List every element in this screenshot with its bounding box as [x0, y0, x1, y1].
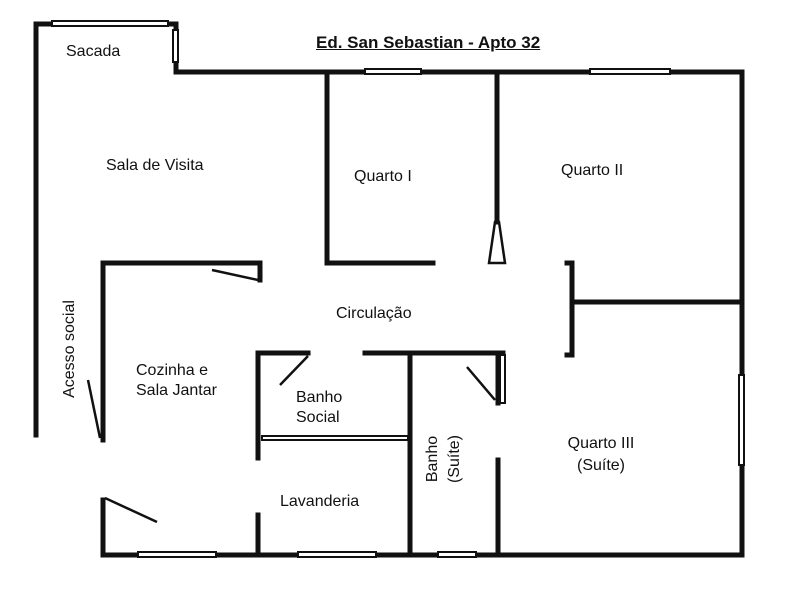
room-label-banho-social-1: Banho	[296, 389, 343, 406]
room-label-banho-social-2: Social	[296, 409, 340, 426]
room-label-circulacao: Circulação	[336, 305, 412, 322]
room-label-quarto2: Quarto II	[561, 162, 624, 179]
room-label-quarto1: Quarto I	[354, 168, 412, 185]
room-label-cozinha-1: Cozinha e	[136, 362, 209, 379]
room-label-cozinha-2: Sala Jantar	[136, 382, 217, 399]
windows	[51, 20, 745, 558]
door-swings	[86, 220, 507, 524]
room-label-sala: Sala de Visita	[106, 157, 204, 174]
room-label-banho-suite-1: Banho	[424, 435, 441, 483]
room-label-quarto3-2: (Suíte)	[576, 457, 625, 474]
plan-title: Ed. San Sebastian - Apto 32	[316, 33, 541, 52]
room-label-lavanderia: Lavanderia	[280, 493, 360, 510]
room-label-quarto3-1: Quarto III	[567, 435, 635, 452]
room-label-acesso: Acesso social	[61, 300, 78, 398]
room-label-banho-suite-2: (Suíte)	[446, 435, 463, 484]
room-label-sacada: Sacada	[66, 43, 121, 60]
